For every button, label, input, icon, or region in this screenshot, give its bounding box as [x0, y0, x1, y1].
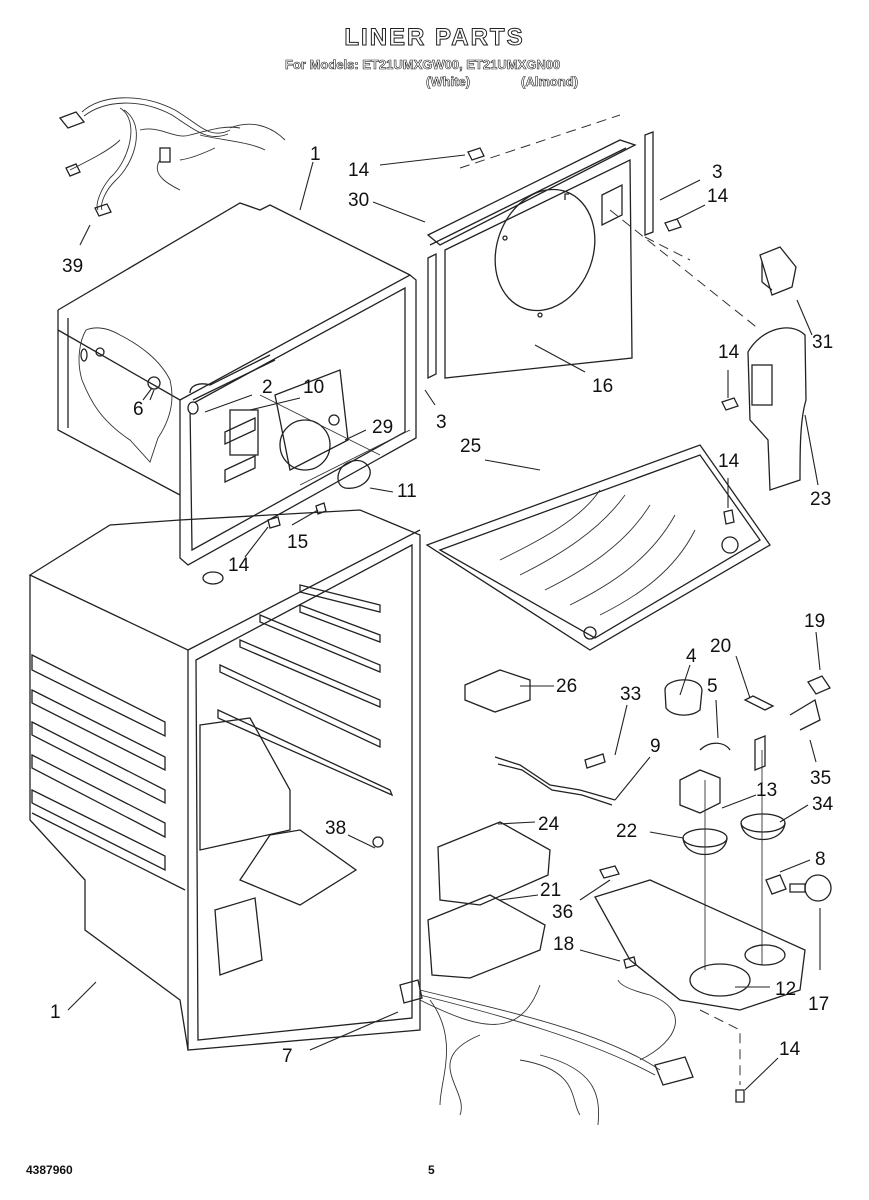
control-housing: [721, 246, 807, 525]
callout-6: 6: [133, 399, 144, 420]
callout-19: 19: [804, 611, 825, 632]
callout-33: 33: [620, 684, 641, 705]
callout-21: 21: [540, 880, 561, 901]
callout-8: 8: [815, 849, 826, 870]
callout-3: 3: [436, 412, 447, 433]
freezer-liner: [57, 202, 417, 566]
callout-23: 23: [810, 489, 831, 510]
callout-31: 31: [812, 332, 833, 353]
callout-20: 20: [710, 636, 731, 657]
callout-3: 3: [712, 162, 723, 183]
callout-14: 14: [779, 1039, 801, 1060]
callout-17: 17: [808, 994, 829, 1015]
callout-13: 13: [756, 780, 777, 801]
callout-34: 34: [812, 794, 834, 815]
page-title: LINER PARTS: [344, 24, 525, 52]
callout-10: 10: [303, 377, 324, 398]
callout-2: 2: [262, 377, 273, 398]
callout-11: 11: [397, 481, 417, 502]
upper-wiring-harness: [58, 97, 286, 217]
callout-4: 4: [686, 646, 697, 667]
leader-lines: [67, 154, 821, 1091]
models-line: For Models: ET21UMXGW00, ET21UMXGN00: [285, 57, 561, 73]
callout-39: 39: [62, 256, 83, 277]
variant-almond: (Almond): [521, 74, 579, 90]
callout-1-fresh-food: 1: [50, 1002, 61, 1023]
lower-components: [399, 669, 832, 1126]
callout-14: 14: [348, 160, 370, 181]
callout-7: 7: [282, 1046, 293, 1067]
callout-5: 5: [707, 676, 718, 697]
callout-18: 18: [553, 934, 574, 955]
evaporator-cover-panel: [426, 114, 761, 380]
callout-15: 15: [287, 532, 308, 553]
callout-16: 16: [592, 376, 613, 397]
callout-14: 14: [718, 451, 740, 472]
document-number: 4387960: [26, 1163, 73, 1177]
callout-35: 35: [810, 768, 831, 789]
callout-labels: 1 39 14 30 3 14 31 14 23 16 3 2 10 29 6 …: [50, 144, 834, 1067]
callout-30: 30: [348, 190, 369, 211]
callout-22: 22: [616, 821, 637, 842]
callout-12: 12: [775, 979, 796, 1000]
callout-14: 14: [228, 555, 250, 576]
callout-24: 24: [538, 814, 560, 835]
callout-25: 25: [460, 436, 481, 457]
callout-26: 26: [556, 676, 577, 697]
callout-14: 14: [707, 186, 729, 207]
callout-1-freezer: 1: [310, 144, 321, 165]
variant-white: (White): [426, 74, 471, 90]
callout-9: 9: [650, 736, 661, 757]
callout-29: 29: [372, 417, 393, 438]
callout-36: 36: [552, 902, 573, 923]
callout-38: 38: [325, 818, 346, 839]
fresh-food-liner: [28, 509, 421, 1051]
page-number: 5: [428, 1163, 435, 1177]
freezer-shelf: [425, 444, 771, 651]
callout-14: 14: [718, 342, 740, 363]
